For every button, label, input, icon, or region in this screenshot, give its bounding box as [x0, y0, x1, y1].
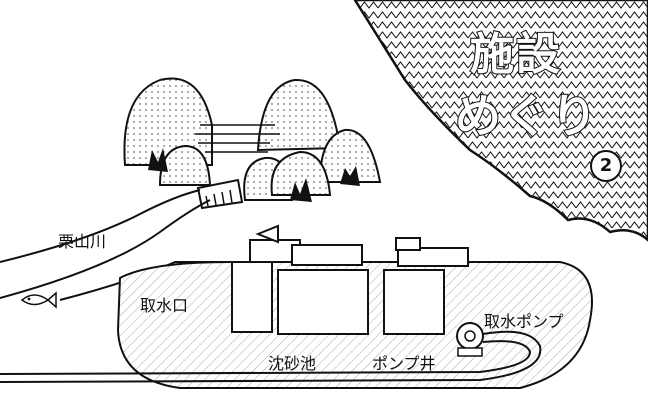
label-sedimentation-basin: 沈砂池	[268, 354, 317, 373]
mountain-icon	[123, 77, 382, 202]
label-intake-pump: 取水ポンプ	[484, 312, 564, 331]
label-pump-well: ポンプ井	[372, 354, 436, 373]
sedimentation-basin	[231, 224, 369, 335]
episode-number-badge: 2	[590, 150, 622, 182]
title-line-1: 施設	[469, 28, 562, 81]
fish-icon	[20, 291, 57, 309]
reservoir	[195, 124, 280, 153]
label-river: 栗山川	[58, 232, 107, 251]
title-line-2: めぐり	[454, 88, 599, 144]
title-banner	[353, 0, 648, 242]
pump-well	[383, 237, 469, 335]
label-intake: 取水口	[140, 296, 189, 315]
pipeline	[0, 330, 542, 383]
pump-icon	[456, 322, 484, 357]
